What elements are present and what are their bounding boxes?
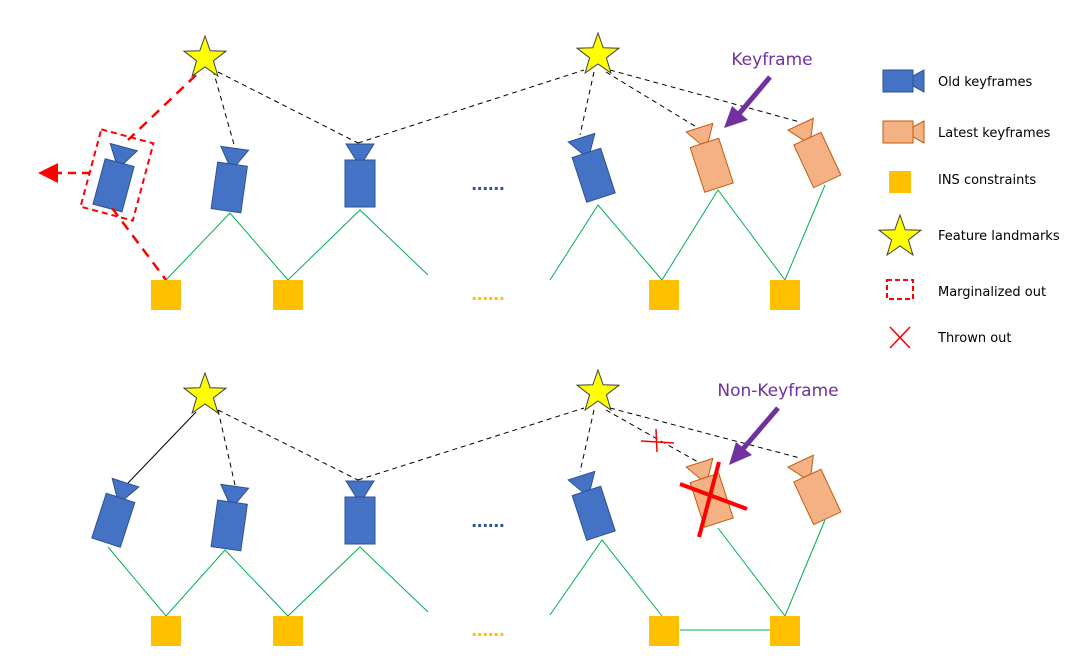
observation-lines bbox=[217, 407, 801, 486]
thrown-out-observation-cross bbox=[640, 428, 675, 453]
marginalized-box bbox=[79, 128, 155, 222]
ins-constraint-square bbox=[649, 616, 679, 646]
ins-constraint-square bbox=[151, 616, 181, 646]
ins-constraint-square bbox=[273, 616, 303, 646]
ins-ellipsis: ...... bbox=[471, 619, 504, 641]
thrown-out-camera-cross bbox=[679, 461, 748, 538]
ins-constraint-lines bbox=[165, 184, 826, 282]
non-keyframe-callout-arrow bbox=[729, 406, 780, 465]
old-keyframe-camera bbox=[91, 477, 141, 548]
old-keyframe-camera bbox=[210, 145, 251, 214]
ins-ellipsis: ...... bbox=[471, 283, 504, 305]
old-keyframe-camera bbox=[566, 132, 616, 203]
old-keyframe-camera-icon bbox=[882, 69, 925, 93]
ins-constraint-square bbox=[151, 280, 181, 310]
keyframe-callout-label: Keyframe bbox=[731, 50, 812, 70]
ins-constraint-square bbox=[649, 280, 679, 310]
legend-label: Feature landmarks bbox=[938, 229, 1060, 244]
feature-landmark-star bbox=[576, 369, 620, 411]
legend-label: Thrown out bbox=[937, 331, 1012, 346]
ins-constraint-square bbox=[770, 280, 800, 310]
old-keyframe-camera bbox=[210, 483, 251, 552]
feature-landmark-star-icon bbox=[878, 214, 922, 256]
keyframe-callout-arrow bbox=[724, 75, 772, 128]
latest-keyframe-camera bbox=[684, 122, 734, 193]
feature-landmark-star bbox=[576, 32, 620, 74]
marginalized-camera bbox=[38, 74, 197, 281]
ins-constraint-square-icon bbox=[889, 171, 911, 193]
legend-label: Old keyframes bbox=[938, 75, 1033, 90]
legend: Old keyframes Latest keyframes INS const… bbox=[878, 69, 1060, 349]
feature-landmark-star bbox=[183, 35, 227, 77]
latest-keyframe-camera bbox=[786, 117, 842, 189]
marginalized-dashed-box-icon bbox=[886, 279, 914, 300]
legend-label: Marginalized out bbox=[938, 285, 1046, 300]
camera-ellipsis: ...... bbox=[471, 510, 504, 532]
ins-constraint-square bbox=[273, 280, 303, 310]
latest-keyframe-camera-icon bbox=[882, 120, 925, 144]
old-keyframe-camera bbox=[344, 143, 376, 208]
legend-label: INS constraints bbox=[938, 173, 1036, 188]
feature-landmark-star bbox=[183, 372, 227, 414]
non-keyframe-callout-label: Non-Keyframe bbox=[717, 381, 838, 401]
old-keyframe-camera bbox=[566, 470, 616, 541]
ins-constraint-square bbox=[770, 616, 800, 646]
bottom-panel: ...... ...... Non-Keyframe bbox=[91, 369, 842, 646]
legend-label: Latest keyframes bbox=[938, 126, 1051, 141]
thrown-out-cross-icon bbox=[889, 326, 911, 349]
observation-lines bbox=[212, 69, 801, 149]
observation-lines bbox=[127, 411, 197, 484]
old-keyframe-camera bbox=[344, 480, 376, 545]
latest-keyframe-camera bbox=[786, 454, 842, 526]
camera-ellipsis: ...... bbox=[471, 173, 504, 195]
top-panel: ...... ...... Keyframe bbox=[38, 32, 842, 310]
